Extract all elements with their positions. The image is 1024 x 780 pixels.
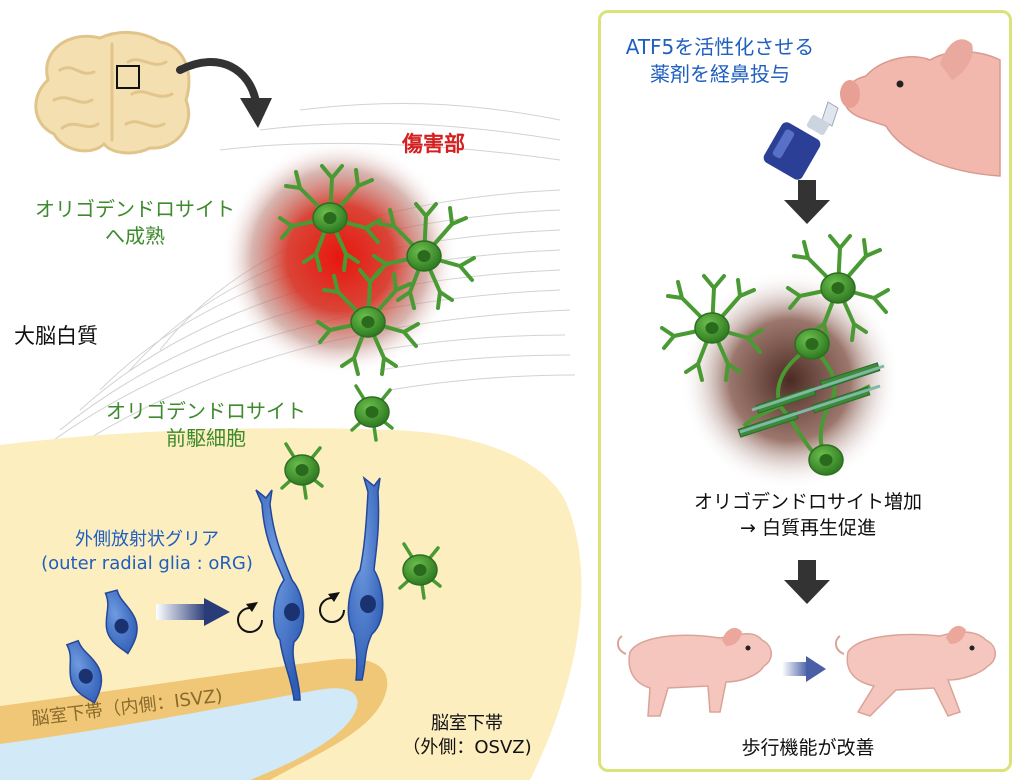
outcome-label: 歩行機能が改善 [741, 737, 875, 759]
regenerating-lesion [680, 270, 900, 490]
maturation-label-line1: オリゴデンドロサイト [35, 197, 235, 221]
myelinating-oligodendrocyte [737, 328, 885, 476]
maturation-label-line2: へ成熟 [105, 224, 165, 248]
org-label: 外側放射状グリア (outer radial glia : oRG) [12, 528, 282, 577]
pig-head-icon [840, 39, 1001, 177]
opc-label-line2: 前駆細胞 [166, 426, 246, 450]
org-cell [255, 489, 305, 701]
brain-icon [34, 30, 191, 155]
result-label-line1: オリゴデンドロサイト増加 [693, 491, 922, 513]
treatment-panel [598, 10, 1012, 772]
org-label-line2: (outer radial glia : oRG) [41, 553, 253, 575]
improvement-arrow-head [806, 656, 826, 682]
cell-division-icon [319, 592, 345, 623]
migration-arrow-head [204, 598, 230, 626]
org-label-line1: 外側放射状グリア [75, 529, 219, 550]
injury-label: 傷害部 [402, 132, 465, 156]
down-arrow [784, 180, 830, 224]
maturation-label: オリゴデンドロサイト へ成熟 [10, 196, 260, 250]
nasal-spray-icon [763, 101, 839, 180]
drug-label: ATF5を活性化させる 薬剤を経鼻投与 [610, 34, 830, 88]
osvz-label: 脳室下帯 （外側：OSVZ) [372, 712, 562, 761]
drug-label-line2: 薬剤を経鼻投与 [650, 62, 790, 86]
org-cell [347, 475, 384, 681]
pig-before-icon [616, 627, 772, 717]
drug-label-line1: ATF5を活性化させる [625, 35, 815, 59]
down-arrow [784, 560, 830, 604]
zoom-arrow [176, 58, 260, 106]
cell-division-icon [237, 602, 263, 633]
osvz-label-line1: 脳室下帯 [431, 713, 503, 734]
ventricle [0, 688, 358, 780]
white-matter-label: 大脳白質 [14, 324, 98, 348]
injury-site [222, 140, 458, 376]
migration-arrow [156, 604, 206, 620]
opc-label-line1: オリゴデンドロサイト [106, 399, 306, 423]
result-label-line2: → 白質再生促進 [740, 516, 876, 539]
opc-label: オリゴデンドロサイト 前駆細胞 [76, 398, 336, 452]
improvement-arrow [782, 662, 808, 676]
result-label: オリゴデンドロサイト増加 → 白質再生促進 [648, 490, 968, 541]
pig-after-icon [834, 625, 996, 717]
osvz-label-line2: （外側：OSVZ) [402, 737, 532, 759]
zoom-arrow-head [240, 98, 272, 128]
